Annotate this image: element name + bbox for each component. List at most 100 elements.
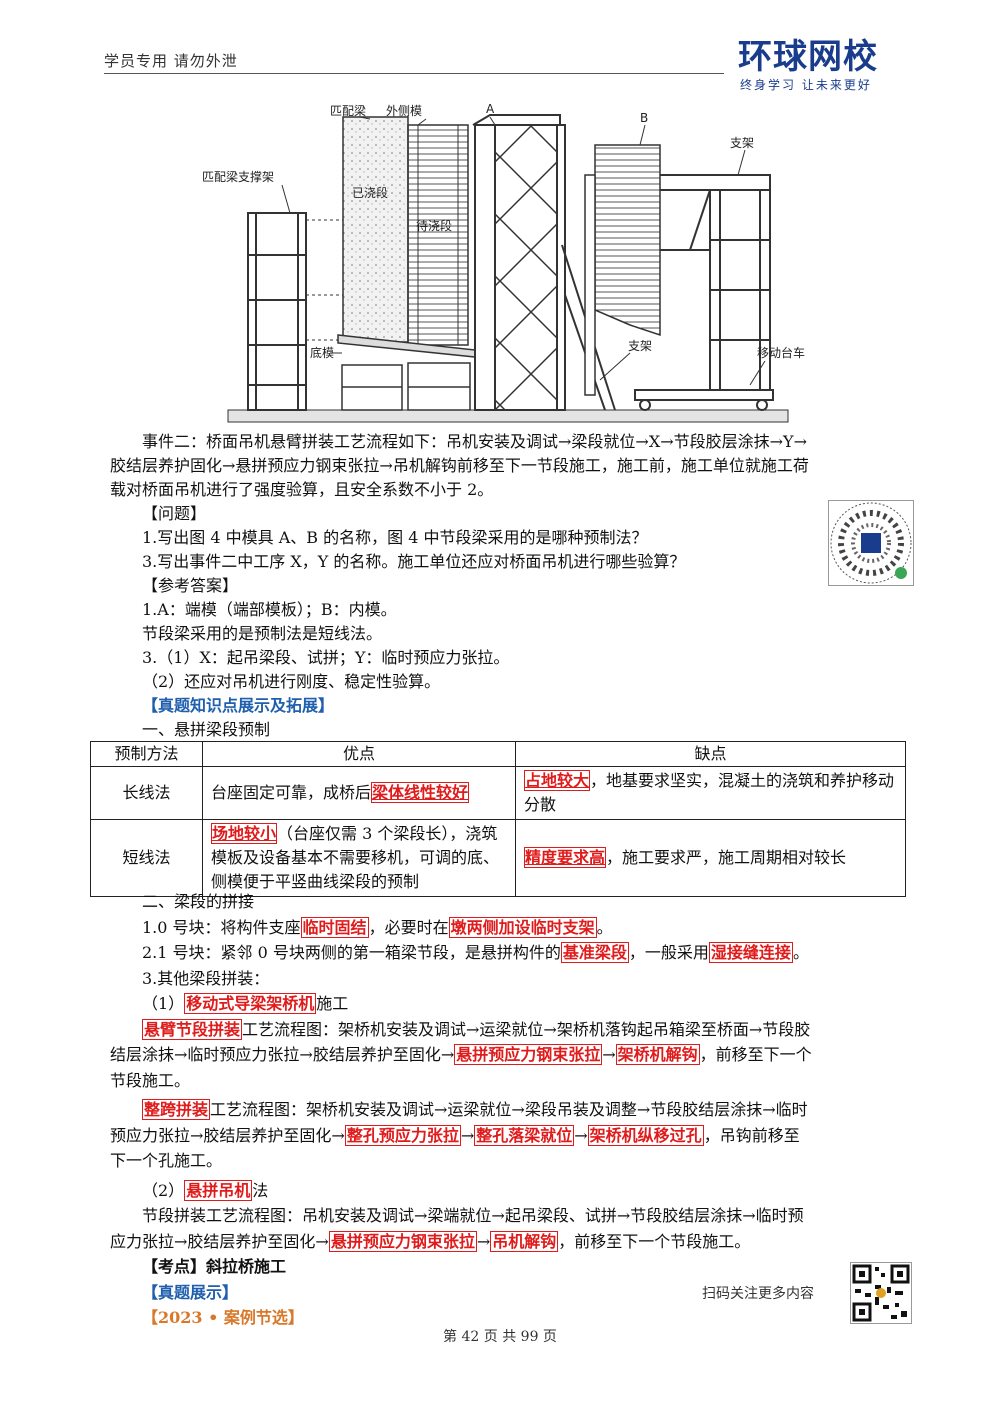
year-label: 【2023 • 案例节选】 xyxy=(142,1308,304,1327)
header-notice: 学员专用 请勿外泄 xyxy=(104,52,238,70)
segment-line-1: 节段拼装工艺流程图：吊机安装及调试→梁端就位→起吊梁段、试拼→节段胶结层涂抹→临… xyxy=(142,1206,804,1225)
question-1: 1.写出图 4 中模具 A、B 的名称，图 4 中节段梁采用的是哪种预制法？ xyxy=(142,528,648,547)
method-2-num: （2） xyxy=(142,1180,185,1200)
table-header-pros: 优点 xyxy=(202,741,516,767)
splice-section: 二、梁段的拼接 1.0 号块：将构件支座临时固结，必要时在墩两侧加设临时支架。 … xyxy=(110,889,910,1331)
cell-long-method: 长线法 xyxy=(90,766,203,820)
span-key-4: 架桥机纵移过孔 xyxy=(587,1124,704,1146)
cantilever-line-1: 悬臂节段拼装工艺流程图：架桥机安装及调试→运梁就位→架桥机落钩起吊箱梁至桥面→节… xyxy=(110,1017,910,1043)
long-pros-text: 台座固定可靠，成桥后 xyxy=(211,783,372,802)
method-1-heading: （1）移动式导梁架桥机施工 xyxy=(110,991,910,1017)
poured-segment xyxy=(342,116,409,343)
label-trolley: 移动台车 xyxy=(757,345,805,360)
method-1-num: （1） xyxy=(142,994,185,1013)
long-cons-text: ，地基要求坚实，混凝土的浇筑和养护移动分散 xyxy=(524,771,895,814)
table-header-method: 预制方法 xyxy=(90,741,203,767)
block-0-key-1: 临时固结 xyxy=(300,916,369,938)
answer-3b: （2）还应对吊机进行刚度、稳定性验算。 xyxy=(142,672,441,691)
span-key-2: 整孔预应力张拉 xyxy=(344,1124,461,1146)
segment-key-2: 吊机解钩 xyxy=(490,1230,559,1252)
label-to-pour: 待浇段 xyxy=(416,218,452,233)
precast-method-table: 预制方法 优点 缺点 长线法 台座固定可靠，成桥后梁体线性较好 占地较大，地基要… xyxy=(90,741,906,897)
segment-end: ，前移至下一个节段施工。 xyxy=(558,1231,751,1251)
table-header-cons: 缺点 xyxy=(515,741,906,767)
question-3: 3.写出事件二中工序 X，Y 的名称。施工单位还应对桥面吊机进行哪些验算？ xyxy=(142,552,686,571)
outer-form xyxy=(407,124,469,346)
span-key-3: 整孔落梁就位 xyxy=(474,1124,575,1146)
block-0-line: 1.0 号块：将构件支座临时固结，必要时在墩两侧加设临时支架。 xyxy=(110,915,910,941)
short-pros-key: 场地较小 xyxy=(211,823,278,844)
label-poured: 已浇段 xyxy=(352,185,388,200)
short-cons-text: ，施工要求严，施工周期相对较长 xyxy=(606,848,847,867)
header-divider xyxy=(104,73,724,74)
label-support-top: 支架 xyxy=(730,136,754,150)
cell-short-pros: 场地较小（台座仅需 3 个梁段长），浇筑模板及设备基本不需要移机，可调的底、侧模… xyxy=(202,819,516,897)
cantilever-key-3: 架桥机解钩 xyxy=(615,1044,700,1065)
support-bracket-trolley xyxy=(634,174,774,411)
label-match-beam: 匹配梁 xyxy=(330,103,366,118)
cell-short-cons: 精度要求高，施工要求严，施工周期相对较长 xyxy=(515,819,906,897)
span-arrow-2: → xyxy=(574,1125,588,1145)
block-0-key-2: 墩两侧加设临时支架 xyxy=(448,916,597,938)
block-1-text-b: ，一般采用 xyxy=(628,943,709,962)
block-1-text-c: 。 xyxy=(792,943,809,962)
inner-form-b xyxy=(584,144,661,396)
event-block: 事件二：桥面吊机悬臂拼装工艺流程如下：吊机安装及调试→梁段就位→X→节段胶层涂抹… xyxy=(110,430,910,742)
table-header-row: 预制方法 优点 缺点 xyxy=(90,741,906,767)
cell-long-cons: 占地较大，地基要求坚实，混凝土的浇筑和养护移动分散 xyxy=(515,766,906,820)
short-pros-text: （台座仅需 3 个梁段长），浇筑模板及设备基本不需要移机，可调的底、侧模便于平竖… xyxy=(211,824,500,891)
span-line-1: 整跨拼装工艺流程图：架桥机安装及调试→运梁就位→梁段吊装及调整→节段胶结层涂抹→… xyxy=(110,1097,910,1123)
label-outer-form: 外侧模 xyxy=(386,104,422,118)
cantilever-key: 悬臂节段拼装 xyxy=(142,1018,243,1040)
qr-code-footer[interactable] xyxy=(850,1262,912,1324)
label-support-mid: 支架 xyxy=(628,339,652,353)
span-text-1: 工艺流程图：架桥机安装及调试→运梁就位→梁段吊装及调整→节段胶结层涂抹→临时 xyxy=(210,1100,808,1119)
segment-key-1: 悬拼预应力钢束张拉 xyxy=(328,1230,477,1252)
cantilever-key-2: 悬拼预应力钢束张拉 xyxy=(454,1044,603,1065)
page-number: 第 42 页 共 99 页 xyxy=(443,1329,557,1345)
span-key: 整跨拼装 xyxy=(142,1099,211,1120)
bottom-form-stand xyxy=(337,334,476,411)
cell-long-pros: 台座固定可靠，成桥后梁体线性较好 xyxy=(202,766,516,820)
answer-title: 【参考答案】 xyxy=(142,576,239,595)
span-text-2: 预应力张拉→胶结层养护至固化→ xyxy=(110,1125,345,1145)
logo-text: 环球网校 xyxy=(738,37,878,77)
short-cons-key: 精度要求高 xyxy=(524,847,607,868)
section-2-heading: 二、梁段的拼接 xyxy=(142,892,255,911)
span-line-2: 预应力张拉→胶结层养护至固化→整孔预应力张拉→整孔落梁就位→架桥机纵移过孔，吊钩… xyxy=(110,1123,910,1149)
other-segments-heading: 3.其他梁段拼装： xyxy=(142,968,270,988)
block-0-text-b: ，必要时在 xyxy=(368,917,449,937)
method-2-suffix: 法 xyxy=(252,1180,269,1200)
logo-slogan: 终身学习 让未来更好 xyxy=(740,78,872,92)
qr-code-mini-program[interactable] xyxy=(828,500,914,586)
event-line-3: 载对桥面吊机进行了强度验算，且安全系数不小于 2。 xyxy=(110,480,494,499)
answer-1b: 节段梁采用的是预制法是短线法。 xyxy=(142,624,383,643)
scan-prompt: 扫码关注更多内容 xyxy=(702,1286,814,1302)
table-row-long-line: 长线法 台座固定可靠，成桥后梁体线性较好 占地较大，地基要求坚实，混凝土的浇筑和… xyxy=(90,766,906,820)
method-1-key: 移动式导梁架桥机 xyxy=(184,993,317,1014)
block-1-key-1: 基准梁段 xyxy=(560,942,629,963)
block-1-text-a: 2.1 号块：紧邻 0 号块两侧的第一箱梁节段，是悬拼构件的 xyxy=(142,943,561,962)
span-arrow-1: → xyxy=(460,1125,475,1145)
segment-precast-diagram: 匹配梁 外侧模 A B 支架 匹配梁支撑架 已浇段 待浇段 底模 支架 移动台车 xyxy=(202,102,805,423)
method-1-suffix: 施工 xyxy=(316,994,349,1013)
brand-logo: 环球网校 终身学习 让未来更好 xyxy=(738,38,918,93)
match-beam-support-frame xyxy=(247,212,307,411)
block-0-text-a: 1.0 号块：将构件支座 xyxy=(142,917,301,937)
question-title: 【问题】 xyxy=(142,504,207,523)
method-2-key: 悬拼吊机 xyxy=(184,1179,253,1201)
label-bottom-form: 底模 xyxy=(310,345,334,360)
event-line-1: 事件二：桥面吊机悬臂拼装工艺流程如下：吊机安装及调试→梁段就位→X→节段胶层涂抹… xyxy=(142,432,807,451)
label-b: B xyxy=(640,111,648,125)
label-a: A xyxy=(486,102,495,116)
block-1-line: 2.1 号块：紧邻 0 号块两侧的第一箱梁节段，是悬拼构件的基准梁段，一般采用湿… xyxy=(110,940,910,966)
span-end: ，吊钩前移至 xyxy=(703,1125,800,1145)
knowledge-title: 【真题知识点展示及拓展】 xyxy=(142,696,335,715)
real-exam-label: 【真题展示】 xyxy=(142,1282,239,1302)
span-line-3: 下一个孔施工。 xyxy=(110,1151,223,1170)
label-match-beam-support: 匹配梁支撑架 xyxy=(202,169,274,184)
answer-1: 1.A：端模（端部模板）；B：内模。 xyxy=(142,600,397,619)
long-pros-key: 梁体线性较好 xyxy=(371,782,470,803)
answer-3: 3.（1）X：起吊梁段、试拼；Y：临时预应力张拉。 xyxy=(142,648,510,667)
ground-slab xyxy=(227,409,789,423)
